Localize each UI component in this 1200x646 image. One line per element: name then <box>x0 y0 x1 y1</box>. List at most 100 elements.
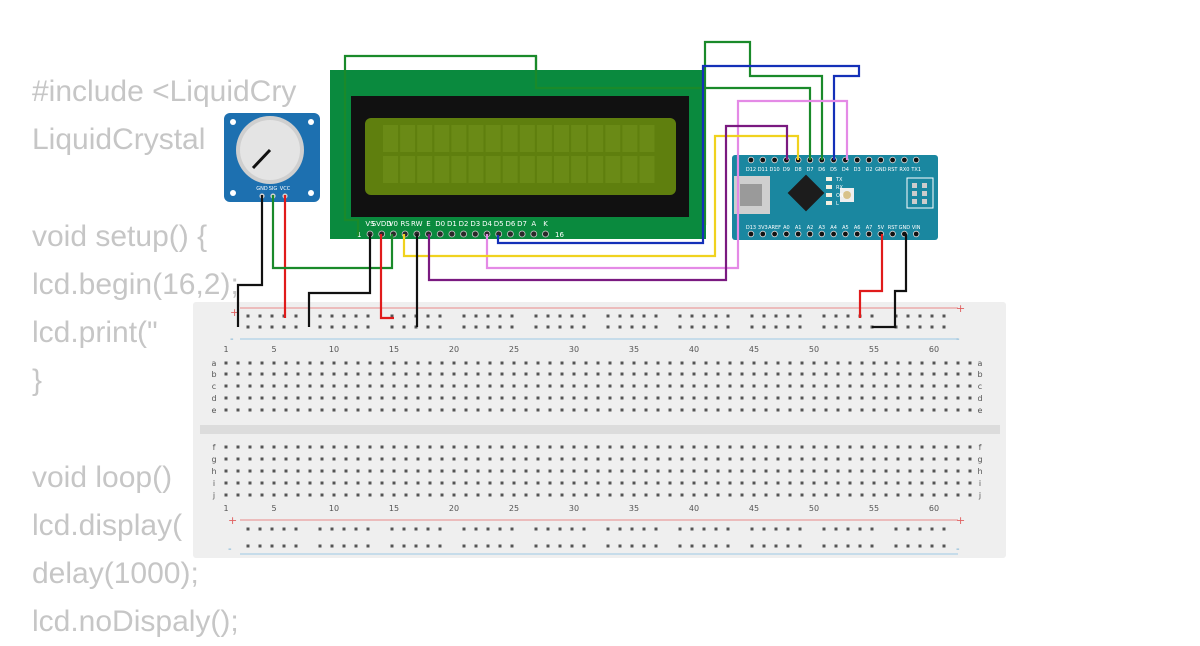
rail-hole[interactable] <box>462 544 466 548</box>
breadboard-hole[interactable] <box>632 372 636 376</box>
breadboard-hole[interactable] <box>236 384 240 388</box>
breadboard-hole[interactable] <box>944 445 948 449</box>
breadboard-hole[interactable] <box>896 372 900 376</box>
breadboard-hole[interactable] <box>920 457 924 461</box>
breadboard-hole[interactable] <box>260 408 264 412</box>
breadboard-hole[interactable] <box>428 445 432 449</box>
breadboard-hole[interactable] <box>680 469 684 473</box>
rail-hole[interactable] <box>534 314 538 318</box>
rail-hole[interactable] <box>918 544 922 548</box>
breadboard-hole[interactable] <box>284 384 288 388</box>
breadboard-hole[interactable] <box>236 445 240 449</box>
breadboard-hole[interactable] <box>824 481 828 485</box>
rail-hole[interactable] <box>678 527 682 531</box>
breadboard-hole[interactable] <box>584 361 588 365</box>
breadboard-hole[interactable] <box>740 372 744 376</box>
breadboard-hole[interactable] <box>848 481 852 485</box>
breadboard-hole[interactable] <box>428 469 432 473</box>
breadboard-hole[interactable] <box>584 408 588 412</box>
rail-hole[interactable] <box>702 314 706 318</box>
rail-hole[interactable] <box>714 527 718 531</box>
breadboard-hole[interactable] <box>224 457 228 461</box>
breadboard-hole[interactable] <box>296 396 300 400</box>
breadboard-hole[interactable] <box>332 372 336 376</box>
rail-hole[interactable] <box>318 527 322 531</box>
breadboard-hole[interactable] <box>632 457 636 461</box>
rail-hole[interactable] <box>702 527 706 531</box>
breadboard-hole[interactable] <box>596 493 600 497</box>
rail-hole[interactable] <box>330 314 334 318</box>
breadboard-hole[interactable] <box>632 361 636 365</box>
rail-hole[interactable] <box>570 527 574 531</box>
rail-hole[interactable] <box>618 544 622 548</box>
nano-pin-top[interactable] <box>913 156 920 164</box>
breadboard-hole[interactable] <box>920 384 924 388</box>
breadboard-hole[interactable] <box>404 396 408 400</box>
breadboard-hole[interactable] <box>224 469 228 473</box>
breadboard-hole[interactable] <box>440 469 444 473</box>
breadboard-hole[interactable] <box>716 493 720 497</box>
breadboard-hole[interactable] <box>548 445 552 449</box>
breadboard-hole[interactable] <box>260 493 264 497</box>
breadboard-hole[interactable] <box>356 481 360 485</box>
breadboard-hole[interactable] <box>236 361 240 365</box>
breadboard-hole[interactable] <box>668 481 672 485</box>
breadboard-hole[interactable] <box>956 457 960 461</box>
breadboard-hole[interactable] <box>476 384 480 388</box>
breadboard-hole[interactable] <box>932 457 936 461</box>
breadboard-hole[interactable] <box>428 408 432 412</box>
rail-hole[interactable] <box>858 325 862 329</box>
rail-hole[interactable] <box>930 314 934 318</box>
breadboard-hole[interactable] <box>944 457 948 461</box>
breadboard-hole[interactable] <box>776 493 780 497</box>
breadboard-hole[interactable] <box>920 445 924 449</box>
rail-hole[interactable] <box>534 325 538 329</box>
breadboard-hole[interactable] <box>752 361 756 365</box>
breadboard-hole[interactable] <box>716 408 720 412</box>
breadboard-hole[interactable] <box>296 361 300 365</box>
breadboard-hole[interactable] <box>680 361 684 365</box>
rail-hole[interactable] <box>462 527 466 531</box>
breadboard-hole[interactable] <box>908 457 912 461</box>
breadboard-hole[interactable] <box>692 384 696 388</box>
breadboard-hole[interactable] <box>716 384 720 388</box>
breadboard-hole[interactable] <box>476 445 480 449</box>
breadboard-hole[interactable] <box>344 469 348 473</box>
breadboard-hole[interactable] <box>656 481 660 485</box>
rail-hole[interactable] <box>630 314 634 318</box>
breadboard-hole[interactable] <box>680 408 684 412</box>
breadboard-hole[interactable] <box>584 469 588 473</box>
rail-hole[interactable] <box>630 544 634 548</box>
breadboard-hole[interactable] <box>236 457 240 461</box>
breadboard-hole[interactable] <box>956 493 960 497</box>
rail-hole[interactable] <box>654 325 658 329</box>
rail-hole[interactable] <box>774 314 778 318</box>
breadboard-hole[interactable] <box>716 396 720 400</box>
rail-hole[interactable] <box>510 314 514 318</box>
breadboard-hole[interactable] <box>668 384 672 388</box>
breadboard-hole[interactable] <box>968 372 972 376</box>
lcd-pin[interactable] <box>506 230 514 238</box>
breadboard-hole[interactable] <box>428 493 432 497</box>
breadboard-hole[interactable] <box>944 408 948 412</box>
breadboard-hole[interactable] <box>812 372 816 376</box>
breadboard-hole[interactable] <box>740 457 744 461</box>
breadboard-hole[interactable] <box>776 408 780 412</box>
breadboard-hole[interactable] <box>392 372 396 376</box>
rail-hole[interactable] <box>906 325 910 329</box>
breadboard-hole[interactable] <box>464 384 468 388</box>
rail-hole[interactable] <box>630 527 634 531</box>
breadboard-hole[interactable] <box>332 396 336 400</box>
breadboard-hole[interactable] <box>284 493 288 497</box>
breadboard-hole[interactable] <box>464 445 468 449</box>
lcd-pin[interactable] <box>436 230 444 238</box>
breadboard-hole[interactable] <box>464 493 468 497</box>
rail-hole[interactable] <box>630 325 634 329</box>
rail-hole[interactable] <box>246 314 250 318</box>
breadboard-hole[interactable] <box>908 372 912 376</box>
breadboard-hole[interactable] <box>500 493 504 497</box>
breadboard-hole[interactable] <box>836 493 840 497</box>
breadboard-hole[interactable] <box>512 457 516 461</box>
breadboard-hole[interactable] <box>644 445 648 449</box>
rail-hole[interactable] <box>534 527 538 531</box>
